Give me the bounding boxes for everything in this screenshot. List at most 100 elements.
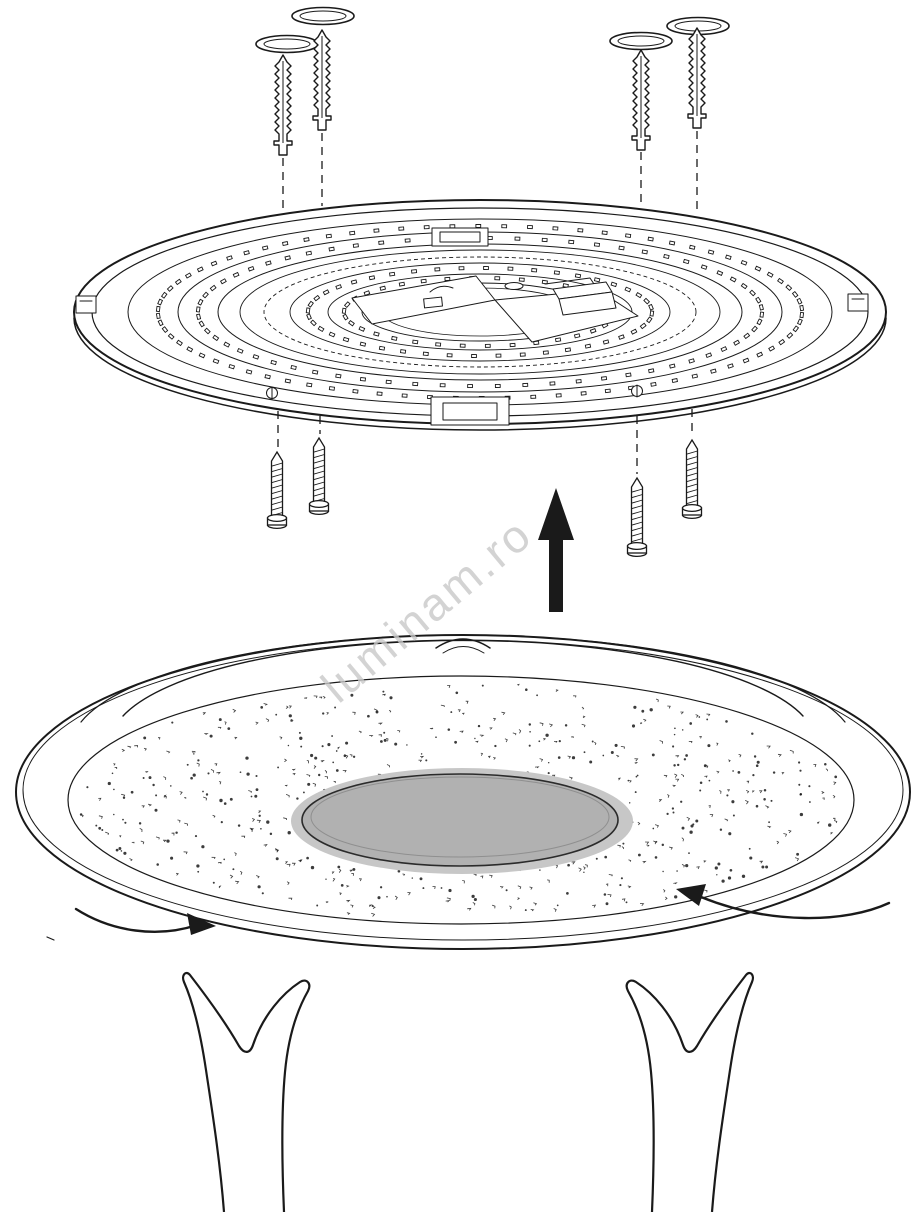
center-disc <box>291 768 633 874</box>
led <box>210 260 218 267</box>
speck <box>763 798 766 801</box>
speck <box>263 844 268 847</box>
speck <box>120 850 123 852</box>
speck <box>232 708 237 713</box>
top-notch-inner <box>442 646 485 654</box>
speck <box>525 688 528 691</box>
screw-thread <box>271 479 283 484</box>
speck <box>269 832 273 836</box>
led <box>398 281 406 287</box>
speck <box>275 849 280 853</box>
speck <box>298 731 301 734</box>
speck <box>255 788 259 792</box>
screw-head-bottom <box>308 510 330 516</box>
speck <box>380 740 383 743</box>
led <box>530 394 537 399</box>
speck <box>628 859 632 862</box>
speck <box>633 705 637 709</box>
driver-box-front <box>558 291 617 316</box>
screw-thread <box>686 456 698 461</box>
led <box>342 336 350 343</box>
speck <box>798 783 801 786</box>
speck <box>306 760 310 764</box>
speck <box>543 738 547 741</box>
speck <box>763 789 767 792</box>
speck <box>680 711 684 715</box>
speck <box>352 755 356 758</box>
speck <box>197 870 200 873</box>
speck <box>435 736 437 739</box>
led <box>212 334 220 342</box>
led <box>341 307 347 314</box>
speck <box>218 885 222 889</box>
led <box>310 319 317 327</box>
led <box>174 278 182 286</box>
speck <box>227 727 231 730</box>
diffuser-outer-edge <box>15 634 911 950</box>
speck <box>279 736 283 740</box>
speck <box>158 737 161 740</box>
led <box>328 386 336 391</box>
speck <box>695 714 699 718</box>
led <box>305 307 311 314</box>
led <box>219 278 227 285</box>
led <box>435 342 442 347</box>
speck <box>418 759 423 763</box>
top-tab-inner <box>439 231 481 243</box>
speck <box>749 856 753 860</box>
speck <box>176 872 179 876</box>
speck <box>255 774 258 778</box>
speck <box>765 865 769 869</box>
led <box>727 363 734 369</box>
cap-outer <box>609 31 673 51</box>
led <box>531 268 538 273</box>
speck <box>672 811 675 814</box>
speck <box>813 764 817 768</box>
speck <box>175 831 178 834</box>
speck <box>462 712 465 715</box>
led <box>444 276 451 282</box>
speck <box>475 740 479 743</box>
led <box>589 328 597 334</box>
led <box>483 266 489 271</box>
speck <box>407 892 411 896</box>
led <box>778 338 786 346</box>
speck <box>454 740 457 744</box>
speck <box>131 841 135 844</box>
led <box>352 243 359 248</box>
led <box>601 230 608 235</box>
speck <box>386 764 390 768</box>
speck <box>651 753 655 757</box>
speck <box>440 887 443 889</box>
led <box>756 318 763 326</box>
speck <box>556 904 559 907</box>
mounting-bracket <box>351 275 639 343</box>
speck <box>296 797 299 800</box>
speck <box>619 884 622 887</box>
speck <box>450 711 453 714</box>
speck <box>115 848 119 852</box>
speck <box>605 902 609 906</box>
led <box>243 250 250 256</box>
speck <box>457 709 461 713</box>
speck <box>186 763 189 766</box>
speck <box>204 733 209 735</box>
led <box>198 320 205 328</box>
speck <box>752 773 755 777</box>
led <box>519 352 526 357</box>
led <box>527 224 533 230</box>
led <box>195 306 201 313</box>
sparkle-face-edge <box>67 675 855 925</box>
led <box>630 328 638 335</box>
speck <box>536 694 538 697</box>
speck <box>209 734 213 738</box>
speck <box>509 905 512 910</box>
led <box>161 326 169 334</box>
speck <box>113 813 115 816</box>
speck <box>756 760 760 764</box>
screw-thread <box>313 459 325 464</box>
speck <box>229 874 234 879</box>
speck <box>737 771 741 774</box>
speck <box>266 820 270 824</box>
speck <box>237 824 241 827</box>
